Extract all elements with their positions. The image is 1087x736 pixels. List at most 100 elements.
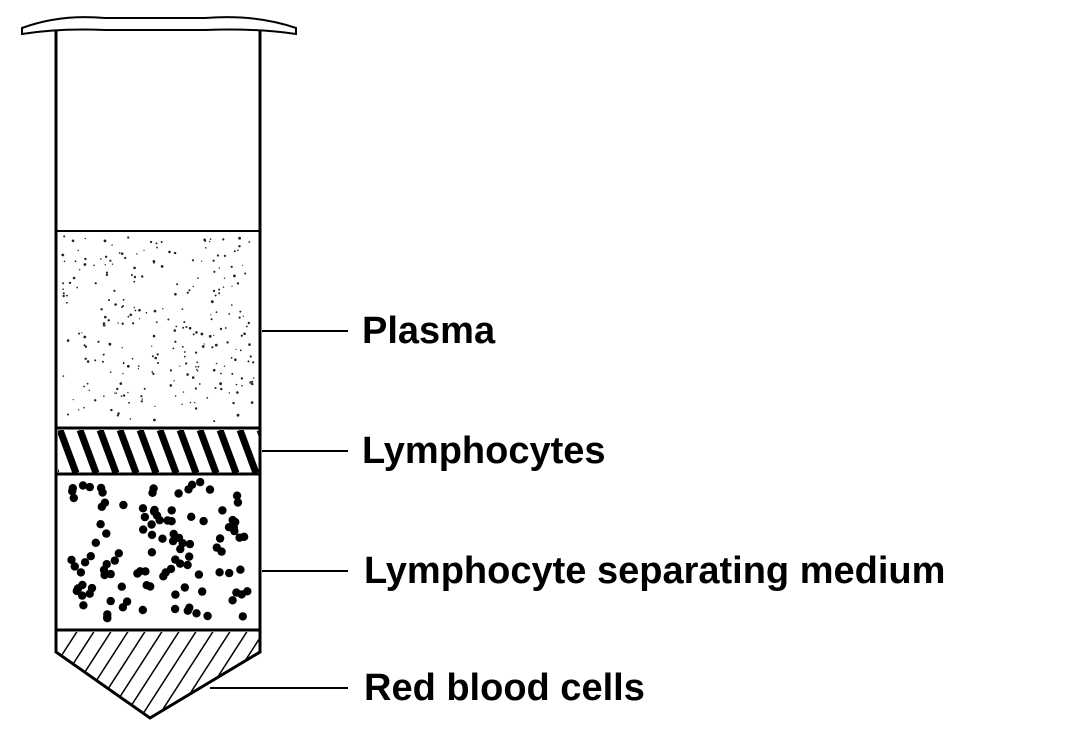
- rbc-hatch-line: [56, 632, 79, 718]
- medium-particle: [215, 568, 224, 577]
- plasma-speckle: [195, 368, 198, 371]
- lymphocyte-stripe: [76, 430, 100, 473]
- plasma-speckle: [137, 368, 139, 370]
- medium-particle: [225, 568, 234, 578]
- plasma-speckle: [154, 356, 157, 360]
- plasma-speckle: [169, 384, 173, 387]
- plasma-speckle: [120, 252, 124, 255]
- plasma-speckle: [66, 339, 70, 342]
- medium-particle: [228, 596, 237, 605]
- plasma-speckle: [242, 264, 244, 266]
- plasma-speckle: [218, 288, 221, 291]
- plasma-speckle: [94, 399, 97, 402]
- plasma-speckle: [213, 334, 215, 336]
- plasma-speckle: [127, 236, 130, 239]
- plasma-speckle: [111, 244, 113, 246]
- medium-particle: [69, 493, 79, 503]
- lymphocyte-stripe: [136, 430, 160, 473]
- plasma-speckle: [223, 277, 226, 279]
- plasma-speckle: [62, 292, 65, 295]
- plasma-speckle: [239, 310, 242, 313]
- plasma-speckle: [235, 348, 237, 350]
- plasma-speckle: [105, 273, 109, 277]
- medium-particle: [79, 601, 88, 610]
- plasma-speckle: [236, 391, 239, 394]
- plasma-speckle: [84, 257, 87, 261]
- plasma-speckle: [120, 395, 123, 397]
- plasma-speckle: [102, 324, 105, 327]
- plasma-speckle: [233, 274, 236, 278]
- plasma-speckle: [103, 395, 105, 398]
- plasma-speckle: [183, 351, 186, 353]
- plasma-speckle: [140, 395, 143, 398]
- plasma-speckle: [208, 334, 212, 338]
- plasma-speckle: [109, 371, 112, 374]
- plasma-speckle: [134, 309, 137, 312]
- medium-particle: [159, 572, 168, 581]
- plasma-speckle: [122, 298, 125, 301]
- medium-particle: [183, 606, 192, 615]
- plasma-speckle: [231, 304, 233, 306]
- rbc-hatch-line: [309, 630, 367, 720]
- plasma-speckle: [153, 261, 155, 264]
- medium-particle: [218, 506, 227, 515]
- rbc-hatch-line: [121, 632, 181, 718]
- plasma-speckle: [192, 333, 195, 336]
- medium-particle: [237, 590, 246, 599]
- plasma-speckle: [203, 343, 205, 345]
- plasma-speckle: [216, 254, 219, 257]
- lymphocyte-stripe: [58, 468, 60, 473]
- plasma-speckle: [62, 288, 64, 291]
- plasma-speckle: [113, 289, 116, 292]
- medium-particle: [87, 583, 97, 593]
- plasma-speckle: [209, 241, 211, 243]
- plasma-speckle: [179, 365, 181, 367]
- medium-particle: [119, 500, 128, 510]
- lymphocyte-stripe: [116, 430, 140, 473]
- label-separating-medium: Lymphocyte separating medium: [364, 550, 945, 592]
- plasma-speckle: [240, 377, 244, 380]
- plasma-speckle: [116, 387, 119, 391]
- plasma-speckle: [102, 353, 105, 356]
- plasma-speckle: [62, 282, 65, 285]
- plasma-speckle: [109, 259, 112, 262]
- plasma-speckle: [218, 292, 221, 295]
- rbc-hatch-line: [138, 632, 198, 718]
- plasma-speckle: [233, 250, 236, 253]
- plasma-speckle: [174, 292, 177, 296]
- medium-particle: [167, 517, 176, 526]
- plasma-speckle: [133, 276, 136, 279]
- plasma-speckle: [252, 377, 255, 379]
- plasma-speckle: [219, 382, 223, 386]
- plasma-speckle: [222, 238, 225, 241]
- plasma-speckle: [66, 294, 68, 297]
- plasma-speckle: [191, 376, 195, 379]
- plasma-speckle: [130, 274, 133, 276]
- medium-particle: [110, 556, 120, 565]
- lymphocyte-stripe: [96, 430, 120, 473]
- plasma-speckle: [220, 387, 223, 391]
- plasma-speckle: [238, 236, 242, 240]
- plasma-speckle: [186, 291, 189, 294]
- medium-particle: [117, 582, 127, 591]
- plasma-speckle: [138, 318, 141, 320]
- plasma-speckle: [183, 355, 186, 358]
- plasma-speckle: [123, 361, 125, 363]
- medium-particle: [148, 488, 157, 497]
- plasma-speckle: [197, 365, 200, 368]
- plasma-speckle: [83, 263, 87, 266]
- plasma-speckle: [189, 401, 192, 404]
- lymphocyte-layer: [58, 430, 259, 473]
- plasma-speckle: [241, 384, 243, 387]
- plasma-speckle: [156, 246, 158, 249]
- plasma-speckle: [201, 345, 205, 348]
- plasma-speckle: [195, 366, 197, 368]
- plasma-speckle: [121, 322, 124, 325]
- plasma-speckle: [67, 413, 69, 416]
- medium-particle: [135, 567, 145, 576]
- rbc-hatch-line: [292, 630, 350, 720]
- medium-particle: [152, 511, 162, 520]
- medium-particle: [236, 565, 245, 574]
- plasma-speckle: [210, 300, 214, 304]
